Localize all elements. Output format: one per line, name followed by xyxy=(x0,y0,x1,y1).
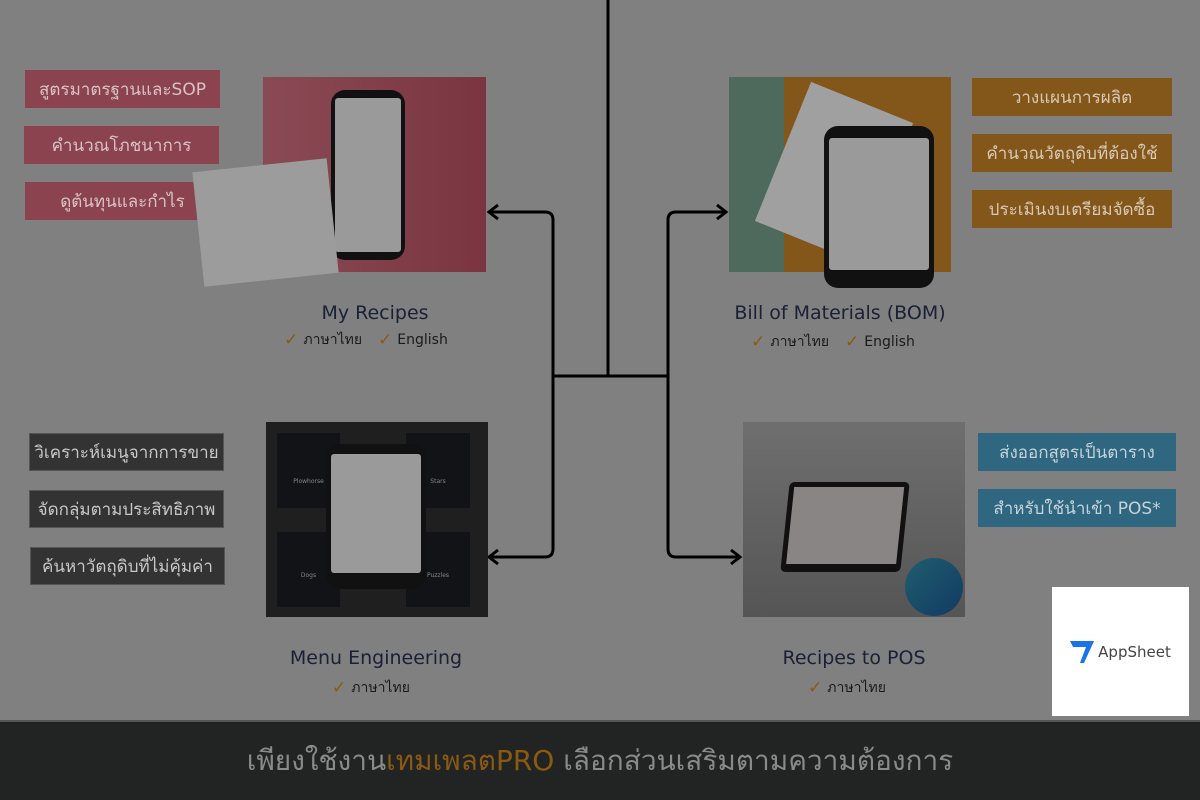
language-list: ✓ภาษาไทย ✓English xyxy=(216,329,516,351)
appsheet-logo: AppSheet xyxy=(1052,587,1189,716)
feature-tag: ประเมินงบเตรียมจัดซื้อ xyxy=(972,190,1172,228)
feature-tag: จัดกลุ่มตามประสิทธิภาพ xyxy=(29,490,224,528)
module-title: Recipes to POS xyxy=(782,647,926,669)
feature-tag: คำนวณโภชนาการ xyxy=(24,126,219,164)
feature-tag: วิเคราะห์เมนูจากการขาย xyxy=(29,433,224,471)
footer-banner: เพียงใช้งานเทมเพลตPRO เลือกส่วนเสริมตามค… xyxy=(0,720,1200,800)
check-icon: ✓ xyxy=(808,678,823,698)
feature-tag: ค้นหาวัตถุดิบที่ไม่คุ้มค่า xyxy=(30,547,225,585)
footer-text: เพียงใช้งาน xyxy=(246,744,387,777)
feature-tag: ส่งออกสูตรเป็นตาราง xyxy=(978,433,1176,471)
feature-tag: คำนวณวัตถุดิบที่ต้องใช้ xyxy=(972,134,1172,172)
footer-text: เลือกส่วนเสริมตามความต้องการ xyxy=(554,744,954,777)
feature-tag: สำหรับใช้นำเข้า POS* xyxy=(978,489,1176,527)
check-icon: ✓ xyxy=(845,332,860,352)
recipes-to-pos-image xyxy=(743,422,965,617)
language-list: ✓ภาษาไทย xyxy=(221,677,521,699)
language-label: ภาษาไทย xyxy=(770,334,830,350)
appsheet-icon xyxy=(1070,640,1095,663)
module-title: My Recipes xyxy=(321,302,429,324)
check-icon: ✓ xyxy=(332,678,347,698)
check-icon: ✓ xyxy=(284,330,299,350)
check-icon: ✓ xyxy=(751,332,766,352)
menu-engineering-image: Plowhorse Stars Dogs Puzzles xyxy=(266,422,488,617)
logo-text: AppSheet xyxy=(1098,642,1171,661)
feature-tag: สูตรมาตรฐานและSOP xyxy=(25,70,220,108)
language-label: ภาษาไทย xyxy=(827,680,886,696)
language-list: ✓ภาษาไทย ✓English xyxy=(683,331,983,353)
module-title: Bill of Materials (BOM) xyxy=(734,302,946,324)
footer-highlight: เทมเพลตPRO xyxy=(386,744,555,777)
language-label: English xyxy=(864,334,915,350)
language-label: English xyxy=(397,332,448,348)
language-label: ภาษาไทย xyxy=(303,332,363,348)
module-title: Menu Engineering xyxy=(289,647,463,669)
check-icon: ✓ xyxy=(378,330,393,350)
language-label: ภาษาไทย xyxy=(351,680,410,696)
recipe-document-image xyxy=(192,158,339,287)
language-list: ✓ภาษาไทย xyxy=(697,677,997,699)
export-icon xyxy=(905,558,963,616)
connector-lines xyxy=(486,0,743,566)
feature-tag: วางแผนการผลิต xyxy=(972,78,1172,116)
my-recipes-image xyxy=(263,77,486,272)
feature-tag: ดูต้นทุนและกำไร xyxy=(25,182,220,220)
tablet-image xyxy=(824,126,934,288)
